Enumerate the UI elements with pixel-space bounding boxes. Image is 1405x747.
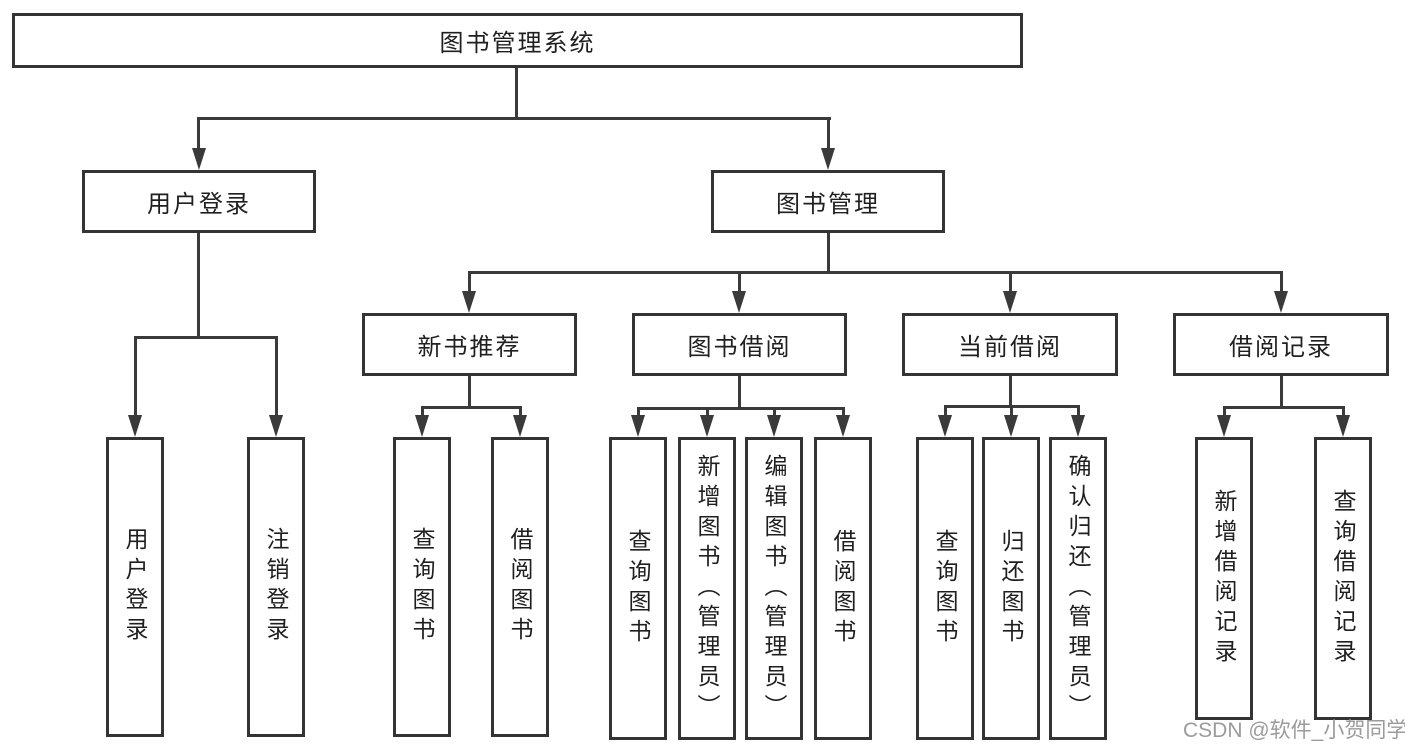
edge-root-rail — [197, 117, 831, 120]
edge-drop-return-book — [1010, 405, 1013, 417]
edge-drop-query-book-current — [944, 405, 947, 417]
edge-drop-query-book-borrow — [637, 407, 640, 417]
leaf-query-book-current: 查询图书 — [916, 437, 974, 740]
node-user-login: 用户登录 — [82, 170, 316, 233]
leaf-logout: 注销登录 — [247, 437, 305, 737]
edge-drop-leaf-logout — [275, 336, 278, 416]
edge-borrow-records-rail — [1223, 406, 1344, 409]
arrow-borrow-book-icon — [836, 415, 850, 437]
arrow-user-login-icon — [192, 148, 206, 170]
edge-drop-borrow-book-newrec — [519, 406, 522, 417]
leaf-borrow-book-newrec: 借阅图书 — [491, 437, 549, 737]
edge-drop-query-book-newrec — [421, 406, 424, 417]
edge-book-borrow-stem — [738, 376, 741, 407]
arrow-query-book-newrec-icon — [415, 415, 429, 437]
arrow-new-book-icon — [462, 291, 476, 313]
arrow-query-record-icon — [1336, 415, 1350, 437]
edge-book-borrow-rail — [637, 407, 844, 410]
arrow-add-book-icon — [700, 415, 714, 437]
edge-current-borrow-stem — [1009, 376, 1012, 405]
node-book-borrow: 图书借阅 — [632, 313, 847, 376]
arrow-edit-book-icon — [767, 415, 781, 437]
edge-drop-new-book — [468, 271, 471, 293]
edge-drop-borrow-book — [842, 407, 845, 417]
arrow-current-borrow-icon — [1003, 291, 1017, 313]
edge-root-stem — [515, 68, 518, 117]
arrow-leaf-logout-icon — [269, 415, 283, 437]
edge-drop-leaf-user-login — [134, 336, 137, 416]
leaf-user-login: 用户登录 — [106, 437, 164, 737]
arrow-borrow-book-newrec-icon — [513, 415, 527, 437]
edge-new-book-stem — [468, 376, 471, 406]
edge-new-book-rail — [421, 406, 521, 409]
edge-book-management-stem — [827, 233, 830, 271]
edge-borrow-records-stem — [1280, 376, 1283, 406]
arrow-add-record-icon — [1217, 415, 1231, 437]
leaf-add-book-admin: 新增图书（管理员） — [678, 437, 736, 740]
edge-drop-current-borrow — [1009, 271, 1012, 293]
leaf-return-book: 归还图书 — [982, 437, 1040, 740]
edge-drop-confirm-return — [1077, 405, 1080, 417]
arrow-leaf-user-login-icon — [128, 415, 142, 437]
node-new-book-recommend: 新书推荐 — [362, 313, 577, 376]
edge-drop-user-login — [197, 117, 200, 152]
edge-drop-query-record — [1342, 406, 1345, 417]
edge-drop-add-book — [706, 407, 709, 417]
leaf-borrow-book: 借阅图书 — [814, 437, 872, 740]
edge-user-login-stem — [197, 233, 200, 336]
arrow-book-borrow-icon — [732, 291, 746, 313]
arrow-query-book-current-icon — [938, 415, 952, 437]
arrow-book-management-icon — [821, 148, 835, 170]
edge-drop-book-management — [827, 117, 830, 152]
leaf-query-book-newrec: 查询图书 — [393, 437, 451, 737]
edge-drop-book-borrow — [738, 271, 741, 293]
node-root: 图书管理系统 — [12, 13, 1023, 68]
node-borrow-records: 借阅记录 — [1173, 313, 1389, 376]
edge-drop-add-record — [1223, 406, 1226, 417]
edge-user-login-rail — [134, 336, 278, 339]
leaf-edit-book-admin: 编辑图书（管理员） — [745, 437, 803, 740]
arrow-query-book-borrow-icon — [631, 415, 645, 437]
leaf-add-borrow-record: 新增借阅记录 — [1195, 437, 1253, 720]
leaf-query-borrow-record: 查询借阅记录 — [1314, 437, 1372, 720]
arrow-return-book-icon — [1004, 415, 1018, 437]
leaf-confirm-return-admin: 确认归还（管理员） — [1049, 437, 1107, 740]
edge-drop-edit-book — [773, 407, 776, 417]
node-current-borrow: 当前借阅 — [902, 313, 1118, 376]
leaf-query-book-borrow: 查询图书 — [609, 437, 667, 740]
edge-drop-borrow-records — [1280, 271, 1283, 293]
arrow-confirm-return-icon — [1071, 415, 1085, 437]
node-book-management: 图书管理 — [711, 170, 945, 233]
watermark: CSDN @软件_小贺同学 — [1183, 719, 1405, 742]
arrow-borrow-records-icon — [1274, 291, 1288, 313]
edge-book-management-rail — [468, 271, 1282, 274]
